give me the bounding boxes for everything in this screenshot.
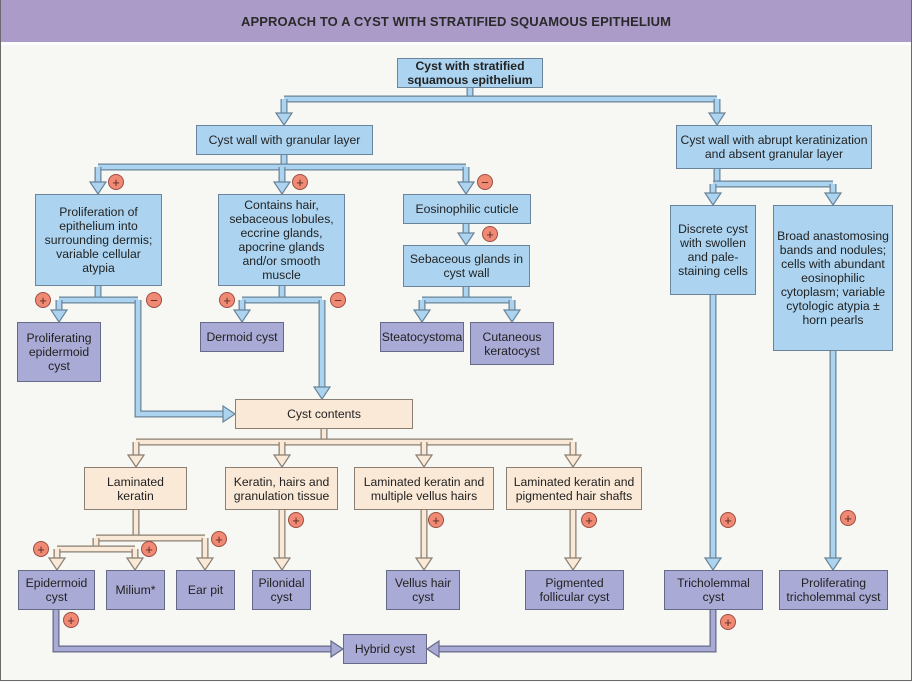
positive-sign-icon: + <box>63 612 79 628</box>
arrowhead-icon <box>414 454 434 469</box>
node-abrupt: Cyst wall with abrupt keratinization and… <box>676 125 872 169</box>
arrowhead-icon <box>232 309 252 324</box>
node-laminated-keratin: Laminated keratin <box>84 467 187 510</box>
connector-epidermoid-to-hybrid-outline <box>52 610 333 653</box>
node-dermoid: Dermoid cyst <box>200 322 284 352</box>
arrowhead-icon <box>330 639 345 659</box>
positive-sign-icon: + <box>428 512 444 528</box>
connector-tricholemmal-to-hybrid-outline <box>437 610 717 653</box>
connector-to-cyst-contents-left-outline <box>134 300 225 418</box>
diagram-title: APPROACH TO A CYST WITH STRATIFIED SQUAM… <box>240 13 672 29</box>
arrowhead-icon <box>272 454 292 469</box>
arrowhead-icon <box>222 404 237 424</box>
node-ear-pit: Ear pit <box>176 570 235 610</box>
node-hybrid-cyst: Hybrid cyst <box>343 634 427 664</box>
arrowhead-icon <box>563 557 583 572</box>
arrowhead-icon <box>425 639 440 659</box>
node-cyst-contents: Cyst contents <box>235 399 413 429</box>
node-granular: Cyst wall with granular layer <box>196 125 373 155</box>
node-contains-hair: Contains hair, sebaceous lobules, eccrin… <box>218 194 345 286</box>
negative-sign-icon: − <box>477 174 493 190</box>
arrowhead-icon <box>563 454 583 469</box>
arrowhead-icon <box>823 192 843 207</box>
arrowhead-icon <box>456 181 476 196</box>
node-proliferating-epidermoid: Proliferating epidermoid cyst <box>17 322 101 382</box>
node-broad: Broad anastomosing bands and nodules; ce… <box>773 205 893 351</box>
connector-epidermoid-to-hybrid <box>53 610 333 652</box>
positive-sign-icon: + <box>33 541 49 557</box>
node-discrete: Discrete cyst with swollen and pale-stai… <box>670 205 756 295</box>
positive-sign-icon: + <box>720 512 736 528</box>
positive-sign-icon: + <box>211 531 227 547</box>
arrowhead-icon <box>47 557 67 572</box>
connector-to-cyst-contents-left <box>135 300 225 417</box>
arrowhead-icon <box>272 181 292 196</box>
arrowhead-icon <box>707 112 727 127</box>
node-keratin-hairs: Keratin, hairs and granulation tissue <box>225 467 338 510</box>
node-tricholemmal-cyst: Tricholemmal cyst <box>664 570 763 610</box>
positive-sign-icon: + <box>581 512 597 528</box>
arrowhead-icon <box>412 309 432 324</box>
diagram-header: APPROACH TO A CYST WITH STRATIFIED SQUAM… <box>0 0 912 45</box>
positive-sign-icon: + <box>840 510 856 526</box>
node-eosinophilic: Eosinophilic cuticle <box>403 194 531 224</box>
positive-sign-icon: + <box>219 292 235 308</box>
arrowhead-icon <box>126 454 146 469</box>
positive-sign-icon: + <box>720 614 736 630</box>
node-cutaneous-keratocyst: Cutaneous keratocyst <box>470 322 554 365</box>
node-proliferation: Proliferation of epithelium into surroun… <box>35 194 162 286</box>
node-root: Cyst with stratified squamous epithelium <box>397 58 543 88</box>
arrowhead-icon <box>703 192 723 207</box>
positive-sign-icon: + <box>108 174 124 190</box>
connector-tricholemmal-to-hybrid <box>437 610 716 652</box>
arrowhead-icon <box>49 309 69 324</box>
node-sebaceous: Sebaceous glands in cyst wall <box>403 245 530 287</box>
node-milium: Milium* <box>106 570 165 610</box>
node-pilonidal-cyst: Pilonidal cyst <box>252 570 311 610</box>
positive-sign-icon: + <box>35 292 51 308</box>
positive-sign-icon: + <box>141 541 157 557</box>
positive-sign-icon: + <box>288 512 304 528</box>
arrowhead-icon <box>272 557 292 572</box>
negative-sign-icon: − <box>146 292 162 308</box>
node-laminated-vellus: Laminated keratin and multiple vellus ha… <box>354 467 494 510</box>
arrowhead-icon <box>88 181 108 196</box>
positive-sign-icon: + <box>292 174 308 190</box>
arrowhead-icon <box>414 557 434 572</box>
arrowhead-icon <box>195 557 215 572</box>
node-proliferating-tricholemmal-cyst: Proliferating tricholemmal cyst <box>779 570 888 610</box>
positive-sign-icon: + <box>482 226 498 242</box>
node-epidermoid-cyst: Epidermoid cyst <box>18 570 95 610</box>
arrowhead-icon <box>274 112 294 127</box>
node-steatocystoma: Steatocystoma <box>380 322 464 352</box>
node-laminated-pigmented: Laminated keratin and pigmented hair sha… <box>506 467 642 510</box>
arrowhead-icon <box>456 232 476 247</box>
negative-sign-icon: − <box>330 292 346 308</box>
arrowhead-icon <box>502 309 522 324</box>
arrowhead-icon <box>703 557 723 572</box>
node-vellus-hair-cyst: Vellus hair cyst <box>386 570 460 610</box>
arrowhead-icon <box>312 386 332 401</box>
arrowhead-icon <box>125 557 145 572</box>
arrowhead-icon <box>823 557 843 572</box>
node-pigmented-follicular-cyst: Pigmented follicular cyst <box>525 570 624 610</box>
